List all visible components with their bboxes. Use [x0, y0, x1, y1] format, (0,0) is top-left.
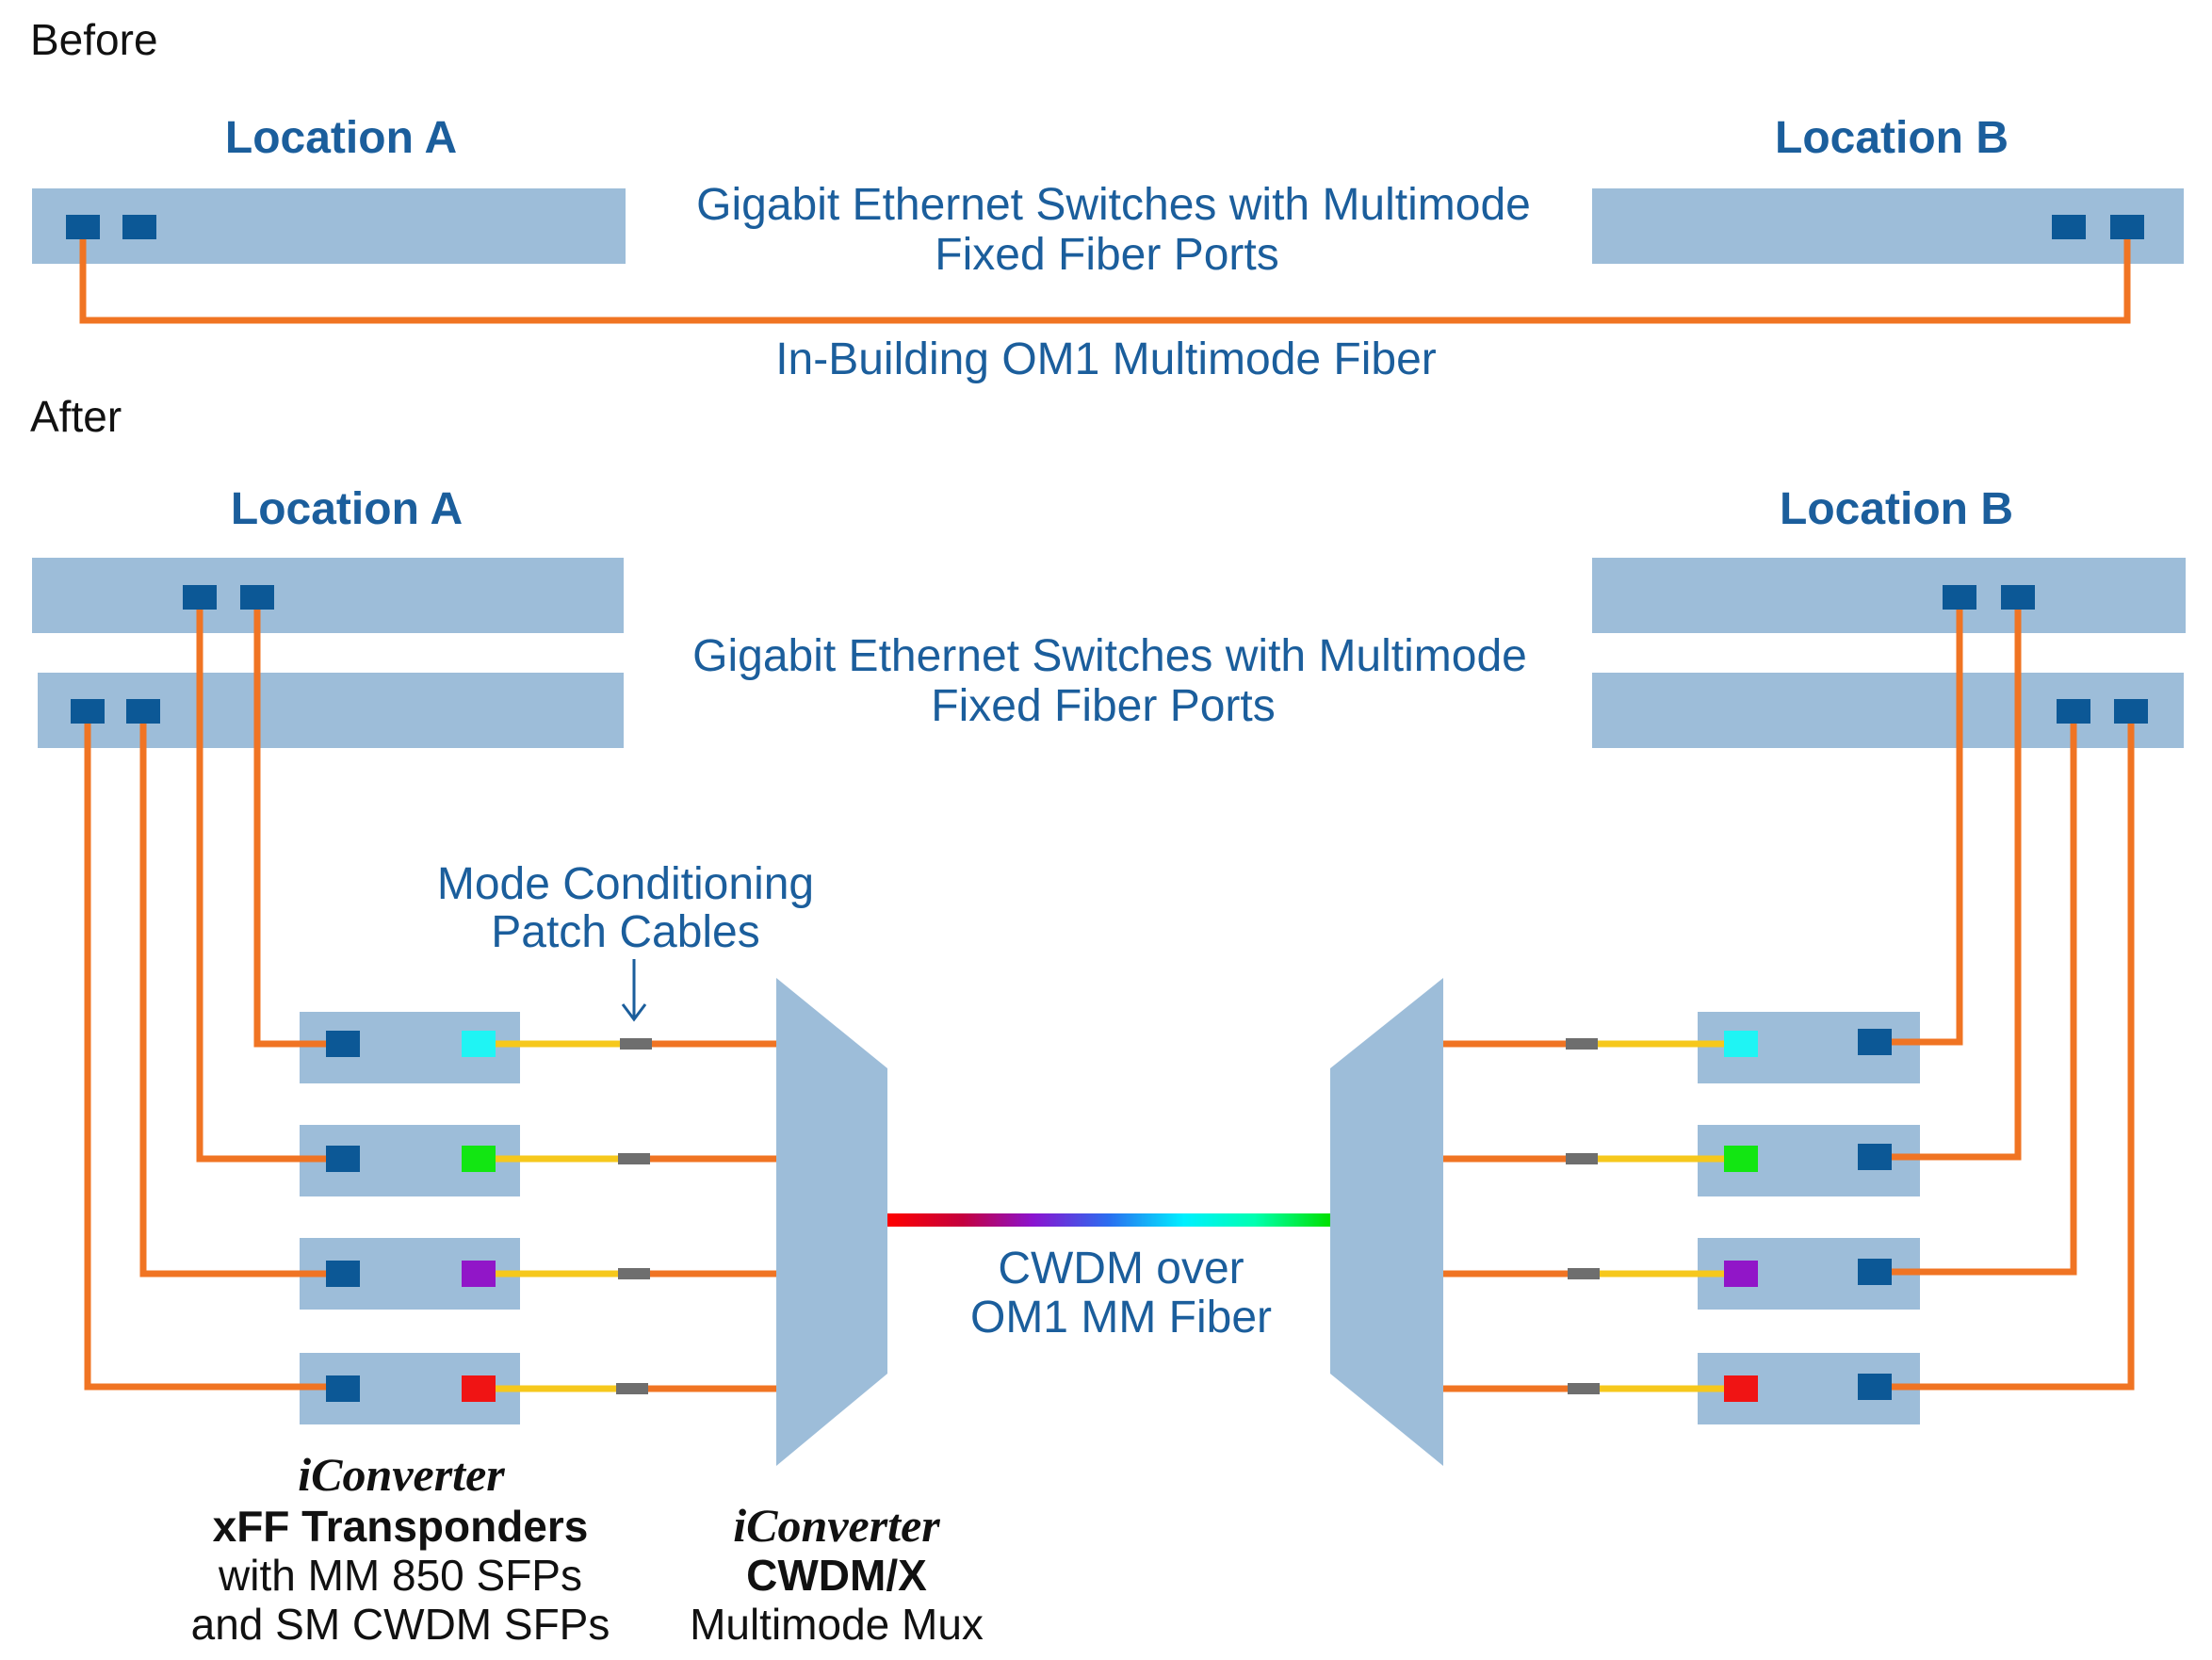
after-switch-b-top — [1592, 558, 2186, 633]
mux-caption-brand: iConverter — [733, 1499, 940, 1552]
patch-connector-b1 — [1566, 1038, 1598, 1050]
after-port-a-bottom-2 — [126, 699, 160, 724]
after-port-b-bottom-1 — [2057, 699, 2090, 724]
transponder-a1-mm-port — [326, 1031, 360, 1057]
cwdm-label-line1: CWDM over — [998, 1244, 1244, 1294]
transponders-caption-line4: and SM CWDM SFPs — [191, 1600, 610, 1649]
patch-connector-b3 — [1568, 1268, 1600, 1279]
after-switch-a-top — [32, 558, 624, 633]
after-heading: After — [30, 392, 122, 441]
mode-conditioning-label-line1: Mode Conditioning — [437, 859, 814, 909]
cwdm-mux-a — [776, 978, 887, 1466]
mux-caption-product: CWDM/X — [746, 1551, 927, 1600]
transponder-b4-mm-port — [1858, 1374, 1892, 1400]
transponder-a2-cwdm-port — [462, 1146, 496, 1172]
transponder-a2-mm-port — [326, 1146, 360, 1172]
before-switches-label-line1: Gigabit Ethernet Switches with Multimode — [696, 180, 1531, 230]
before-fiber-cable — [79, 226, 2131, 324]
fiber-switch-a-to-transponder-4 — [84, 712, 345, 1391]
patch-connector-a3 — [618, 1268, 650, 1279]
mux-caption-line3: Multimode Mux — [690, 1600, 984, 1649]
fiber-switch-a-to-transponder-2 — [196, 598, 345, 1163]
transponder-a4-mm-port — [326, 1375, 360, 1402]
transponder-a1-cwdm-port — [462, 1031, 496, 1057]
before-switch-a — [32, 188, 626, 264]
after-port-b-bottom-2 — [2114, 699, 2148, 724]
transponder-b4-cwdm-port — [1724, 1375, 1758, 1402]
transponders-caption-line3: with MM 850 SFPs — [218, 1551, 582, 1600]
before-location-b-title: Location B — [1775, 113, 2009, 163]
fiber-switch-a-to-transponder-3 — [139, 712, 345, 1278]
fiber-switch-b-to-transponder-4 — [1875, 712, 2135, 1391]
after-location-a-title: Location A — [231, 484, 463, 534]
after-port-a-top-1 — [183, 585, 217, 610]
cwdm-label-line2: OM1 MM Fiber — [970, 1293, 1272, 1343]
patch-connector-b2 — [1566, 1153, 1598, 1164]
after-switches-label-line2: Fixed Fiber Ports — [931, 681, 1275, 731]
before-location-a-title: Location A — [225, 113, 457, 163]
transponder-b1-mm-port — [1858, 1029, 1892, 1055]
fiber-switch-b-to-transponder-3 — [1875, 712, 2077, 1276]
after-switch-b-bottom — [1592, 673, 2184, 748]
before-port-b1 — [2052, 215, 2086, 239]
transponder-b3-mm-port — [1858, 1259, 1892, 1285]
callout-arrow-icon — [621, 959, 647, 1022]
transponders-caption-brand: iConverter — [298, 1448, 505, 1501]
after-port-a-top-2 — [240, 585, 274, 610]
transponder-b2-cwdm-port — [1724, 1146, 1758, 1172]
mode-conditioning-label-line2: Patch Cables — [491, 907, 760, 957]
patch-connector-b4 — [1568, 1383, 1600, 1394]
fiber-switch-a-to-transponder-1 — [253, 598, 345, 1048]
fiber-switch-b-to-transponder-1 — [1875, 598, 1963, 1046]
transponder-b3-cwdm-port — [1724, 1261, 1758, 1287]
cwdm-mux-b — [1330, 978, 1443, 1466]
after-location-b-title: Location B — [1780, 484, 2013, 534]
before-port-b2 — [2110, 215, 2144, 239]
before-switches-label-line2: Fixed Fiber Ports — [935, 230, 1278, 280]
after-port-a-bottom-1 — [71, 699, 105, 724]
cwdm-rainbow-link — [887, 1213, 1330, 1227]
before-port-a2 — [122, 215, 156, 239]
before-switch-b — [1592, 188, 2184, 264]
transponders-caption-product: xFF Transponders — [213, 1502, 589, 1551]
after-port-b-top-1 — [1943, 585, 1976, 610]
patch-connector-a4 — [616, 1383, 648, 1394]
transponder-b2-mm-port — [1858, 1144, 1892, 1170]
transponder-a4-cwdm-port — [462, 1375, 496, 1402]
after-switches-label-line1: Gigabit Ethernet Switches with Multimode — [692, 631, 1527, 681]
after-port-b-top-2 — [2001, 585, 2035, 610]
before-heading: Before — [30, 15, 158, 64]
transponder-b1-cwdm-port — [1724, 1031, 1758, 1057]
fiber-switch-b-to-transponder-2 — [1875, 598, 2022, 1161]
transponder-a3-mm-port — [326, 1261, 360, 1287]
after-switch-a-bottom — [38, 673, 624, 748]
before-fiber-label: In-Building OM1 Multimode Fiber — [775, 334, 1437, 384]
transponder-a3-cwdm-port — [462, 1261, 496, 1287]
before-port-a1 — [66, 215, 100, 239]
patch-connector-a2 — [618, 1153, 650, 1164]
patch-connector-a1 — [620, 1038, 652, 1050]
